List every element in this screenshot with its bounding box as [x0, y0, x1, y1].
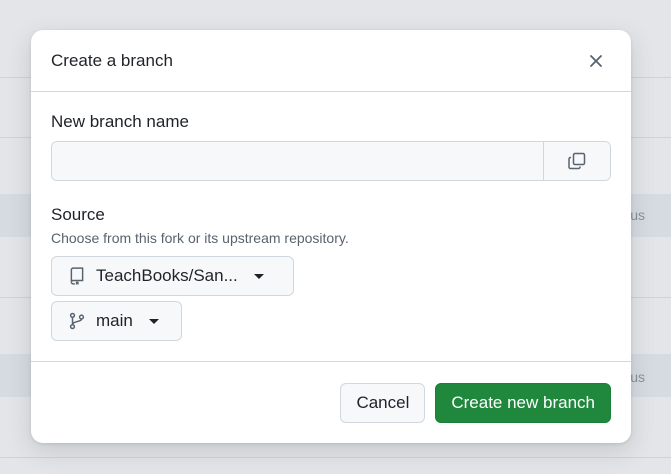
cancel-button[interactable]: Cancel — [340, 382, 426, 423]
repository-selector[interactable]: TeachBooks/San... — [51, 256, 294, 296]
branch-name: main — [96, 311, 133, 330]
dialog-title: Create a branch — [51, 50, 173, 70]
repo-icon — [70, 267, 84, 285]
branch-selector[interactable]: main — [51, 301, 182, 341]
chevron-down-icon — [253, 273, 264, 279]
branch-name-input-group — [51, 141, 611, 181]
bg-row-text: us — [630, 369, 645, 385]
bg-row-text: us — [630, 207, 645, 223]
bg-divider — [0, 457, 671, 458]
git-branch-icon — [69, 312, 85, 330]
source-hint: Choose from this fork or its upstream re… — [51, 230, 349, 246]
copy-icon — [568, 152, 586, 170]
close-button[interactable] — [581, 46, 611, 76]
branch-name-input[interactable] — [52, 142, 543, 180]
dialog-body: New branch name Source Choose from this … — [31, 92, 631, 341]
dialog-header: Create a branch — [31, 30, 631, 92]
create-branch-dialog: Create a branch New branch name Source C… — [31, 30, 631, 443]
repository-name: TeachBooks/San... — [96, 266, 238, 285]
create-branch-button[interactable]: Create new branch — [435, 382, 611, 423]
source-label: Source — [51, 205, 105, 224]
dialog-footer: Cancel Create new branch — [31, 361, 631, 443]
close-icon — [590, 54, 602, 67]
branch-name-label: New branch name — [51, 112, 189, 131]
copy-button[interactable] — [543, 142, 610, 180]
chevron-down-icon — [148, 318, 159, 324]
